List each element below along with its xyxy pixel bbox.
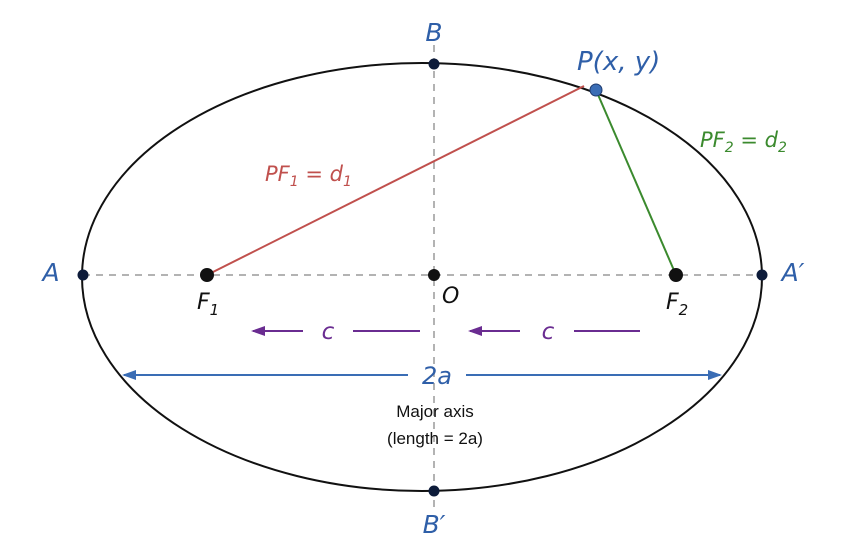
- pf1-lhs-sub: 1: [290, 174, 299, 190]
- label-F1-sub: 1: [210, 301, 220, 319]
- label-F2-main: F: [666, 290, 679, 315]
- pf1-rhs-sub: 1: [343, 174, 352, 190]
- pf2-eq: =: [734, 128, 765, 152]
- label-2a: 2a: [422, 362, 452, 390]
- caption-major-axis: Major axis: [396, 402, 473, 421]
- ellipse-curve: [81, 62, 763, 492]
- label-c-left: c: [322, 319, 335, 345]
- point-F1: [200, 268, 214, 282]
- point-B: [428, 58, 440, 70]
- label-O: O: [442, 284, 459, 309]
- point-F2: [669, 268, 683, 282]
- label-F1: F1: [197, 290, 219, 319]
- label-B: B: [425, 18, 442, 47]
- pf2-rhs: d: [765, 128, 779, 152]
- pf2-rhs-sub: 2: [778, 140, 787, 156]
- caption-length: (length = 2a): [387, 429, 483, 448]
- label-A: A: [40, 258, 59, 287]
- pf2-lhs-sub: 2: [725, 140, 734, 156]
- label-P: P(x, y): [577, 47, 660, 77]
- point-A: [77, 269, 89, 281]
- pf2-lhs: PF: [700, 128, 726, 152]
- point-B-prime: [428, 485, 440, 497]
- point-O: [428, 269, 440, 281]
- point-A-prime: [756, 269, 768, 281]
- label-c-right: c: [542, 319, 555, 345]
- label-F2: F2: [666, 290, 688, 319]
- label-B-prime: B′: [423, 510, 446, 539]
- pf1-eq: =: [299, 162, 330, 186]
- pf1-lhs: PF: [265, 162, 291, 186]
- pf1-rhs: d: [330, 162, 344, 186]
- label-A-prime: A′: [780, 258, 805, 287]
- label-F1-main: F: [197, 290, 210, 315]
- point-P: [589, 83, 603, 97]
- label-pf2: PF2 = d2: [700, 128, 787, 156]
- label-pf1: PF1 = d1: [265, 162, 352, 190]
- label-F2-sub: 2: [679, 301, 689, 319]
- segment-pf2: [595, 89, 677, 276]
- segment-pf1: [206, 85, 585, 276]
